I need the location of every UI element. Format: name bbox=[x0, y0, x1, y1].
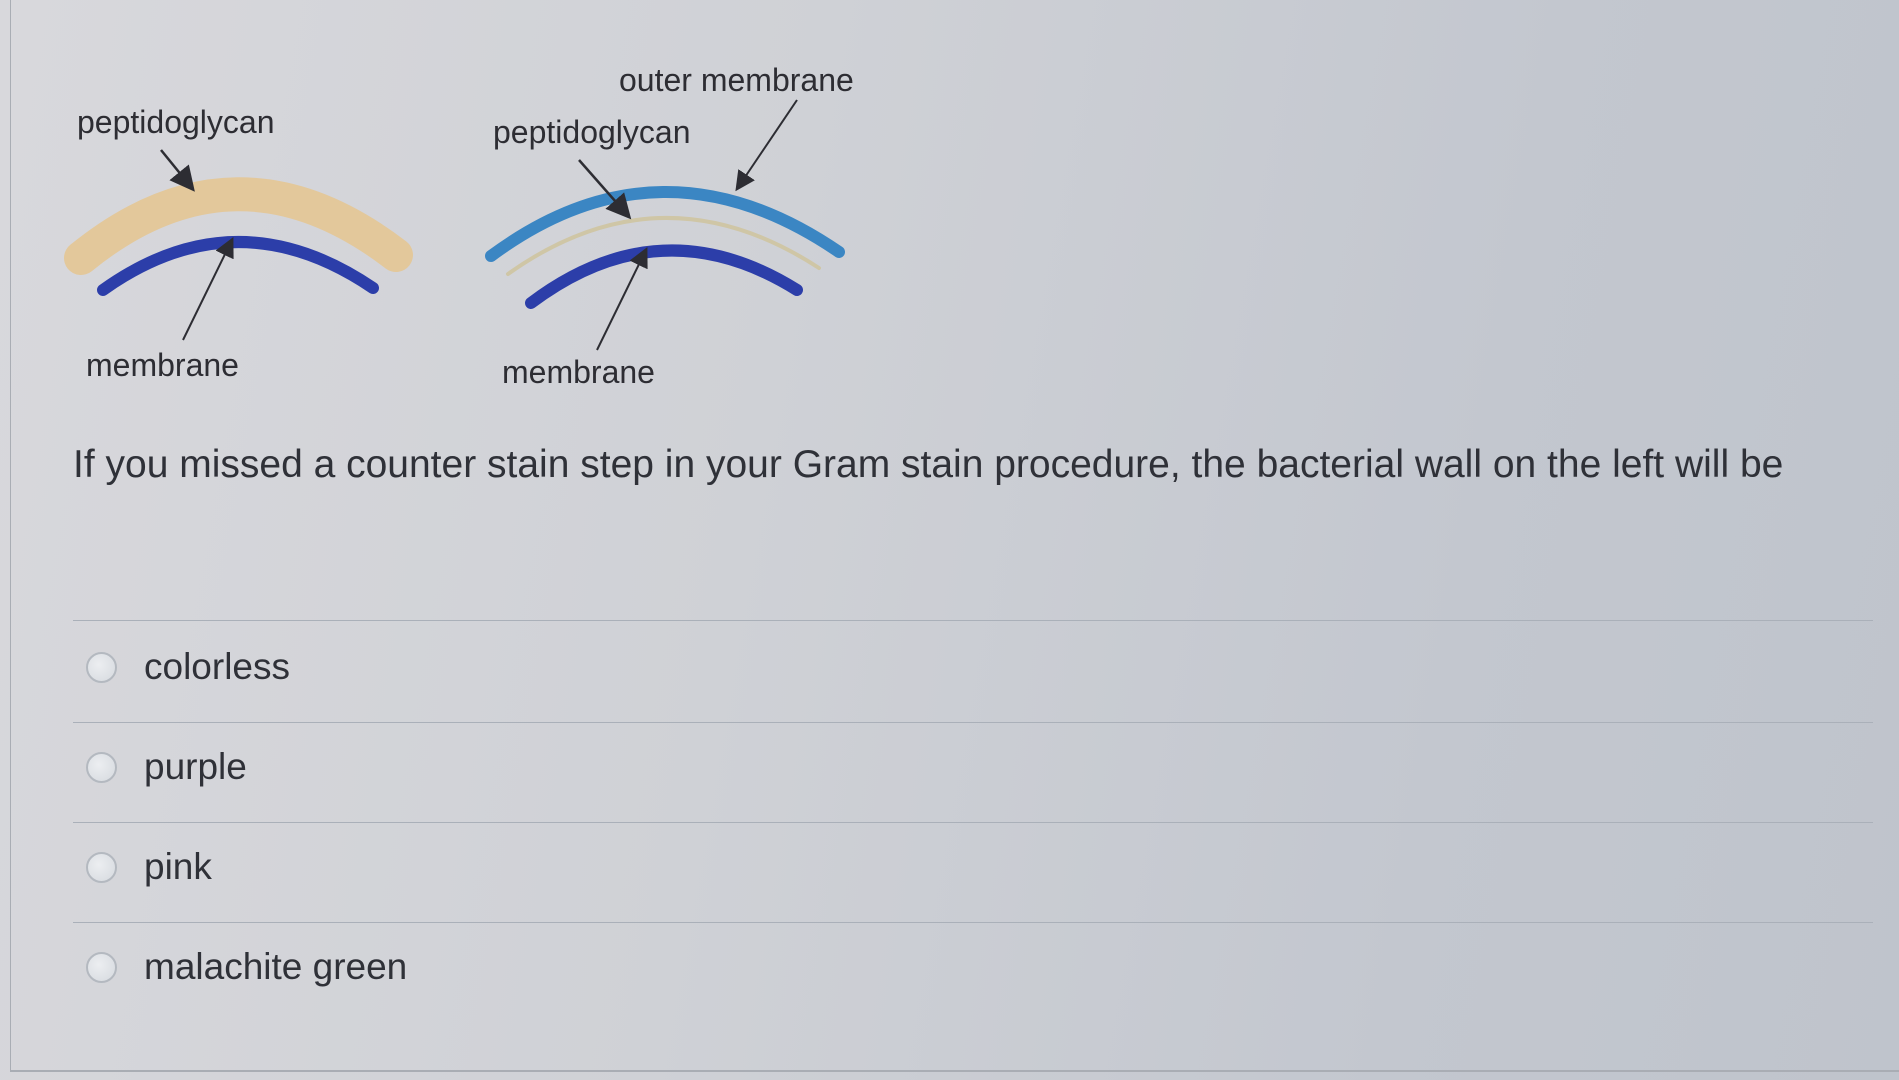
options-divider bbox=[73, 922, 1873, 923]
options-divider bbox=[73, 620, 1873, 621]
left-membrane-label: membrane bbox=[86, 347, 239, 383]
radio-button[interactable] bbox=[86, 751, 117, 783]
right-peptidoglycan-thin-layer bbox=[506, 215, 821, 276]
cell-wall-diagram: peptidoglycan membrane outer membrane pe… bbox=[11, 0, 911, 410]
right-membrane-label: membrane bbox=[502, 354, 655, 390]
answer-option-pink[interactable]: pink bbox=[86, 837, 1086, 897]
right-peptidoglycan-label: peptidoglycan bbox=[493, 114, 691, 150]
answer-option-malachite-green[interactable]: malachite green bbox=[86, 937, 1086, 997]
question-text: If you missed a counter stain step in yo… bbox=[73, 443, 1784, 486]
quiz-question-card: peptidoglycan membrane outer membrane pe… bbox=[10, 0, 1899, 1072]
options-divider bbox=[73, 722, 1873, 723]
right-outer-membrane-arrow bbox=[735, 99, 798, 192]
right-outer-membrane-layer bbox=[485, 186, 845, 262]
left-membrane-layer bbox=[97, 236, 379, 296]
answer-option-purple[interactable]: purple bbox=[86, 737, 1086, 797]
answer-option-colorless[interactable]: colorless bbox=[86, 637, 1086, 697]
answer-option-label: pink bbox=[144, 846, 212, 887]
answer-option-label: purple bbox=[144, 746, 247, 787]
right-outer-membrane-label: outer membrane bbox=[619, 62, 854, 98]
answer-option-label: colorless bbox=[144, 646, 290, 687]
options-divider bbox=[73, 822, 1873, 823]
cell-wall-diagram-svg bbox=[64, 99, 845, 351]
radio-button[interactable] bbox=[86, 951, 117, 983]
answer-option-label: malachite green bbox=[144, 946, 408, 987]
right-membrane-layer bbox=[525, 244, 803, 309]
left-peptidoglycan-layer bbox=[64, 177, 413, 275]
right-membrane-arrow bbox=[596, 247, 648, 351]
radio-button[interactable] bbox=[86, 651, 117, 683]
right-peptidoglycan-arrow bbox=[578, 159, 632, 220]
left-peptidoglycan-label: peptidoglycan bbox=[77, 104, 275, 140]
left-membrane-arrow bbox=[182, 237, 234, 341]
left-peptidoglycan-arrow bbox=[160, 149, 195, 192]
radio-button[interactable] bbox=[86, 851, 117, 883]
